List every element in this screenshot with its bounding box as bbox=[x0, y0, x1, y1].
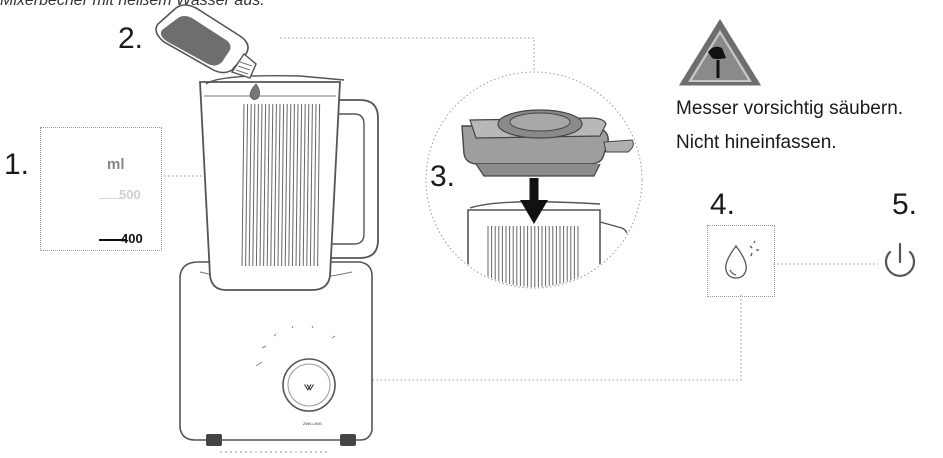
warning-line-1: Messer vorsichtig säubern. bbox=[676, 98, 904, 119]
brand-logo: ⩖ bbox=[303, 379, 314, 395]
drop-icon bbox=[249, 83, 260, 100]
step-3-number: 3. bbox=[430, 160, 456, 193]
mark-500-label: 500 bbox=[119, 187, 141, 202]
power-icon bbox=[884, 242, 916, 277]
mark-500-line bbox=[99, 198, 123, 199]
warning-line-2: Nicht hineinfassen. bbox=[676, 132, 837, 153]
brand-label: ZWILLING bbox=[303, 421, 322, 426]
clean-drop-icon bbox=[725, 240, 759, 279]
step-1-number: 1. bbox=[4, 148, 30, 181]
warning-sign-icon bbox=[677, 14, 763, 88]
blender-base: ⩖ ZWILLING bbox=[179, 261, 373, 453]
mark-400-line bbox=[99, 239, 127, 241]
mark-400-label: 400 bbox=[121, 231, 143, 246]
blender-jug bbox=[199, 74, 379, 291]
step-2-number: 2. bbox=[118, 22, 144, 55]
measurement-scale: ml 500 400 bbox=[40, 127, 162, 251]
detergent-bottle bbox=[155, 4, 260, 100]
connector-lid bbox=[280, 37, 535, 72]
control-dial bbox=[282, 358, 336, 412]
connector-dial bbox=[360, 295, 742, 381]
step-4-number: 4. bbox=[710, 188, 736, 221]
unit-label: ml bbox=[107, 156, 125, 173]
step-5-number: 5. bbox=[892, 188, 918, 221]
top-instruction-text: Mixerbecher mit heißem Wasser aus. bbox=[0, 0, 265, 9]
lid-detail-inset bbox=[425, 71, 643, 289]
clean-icon-box bbox=[707, 225, 775, 297]
